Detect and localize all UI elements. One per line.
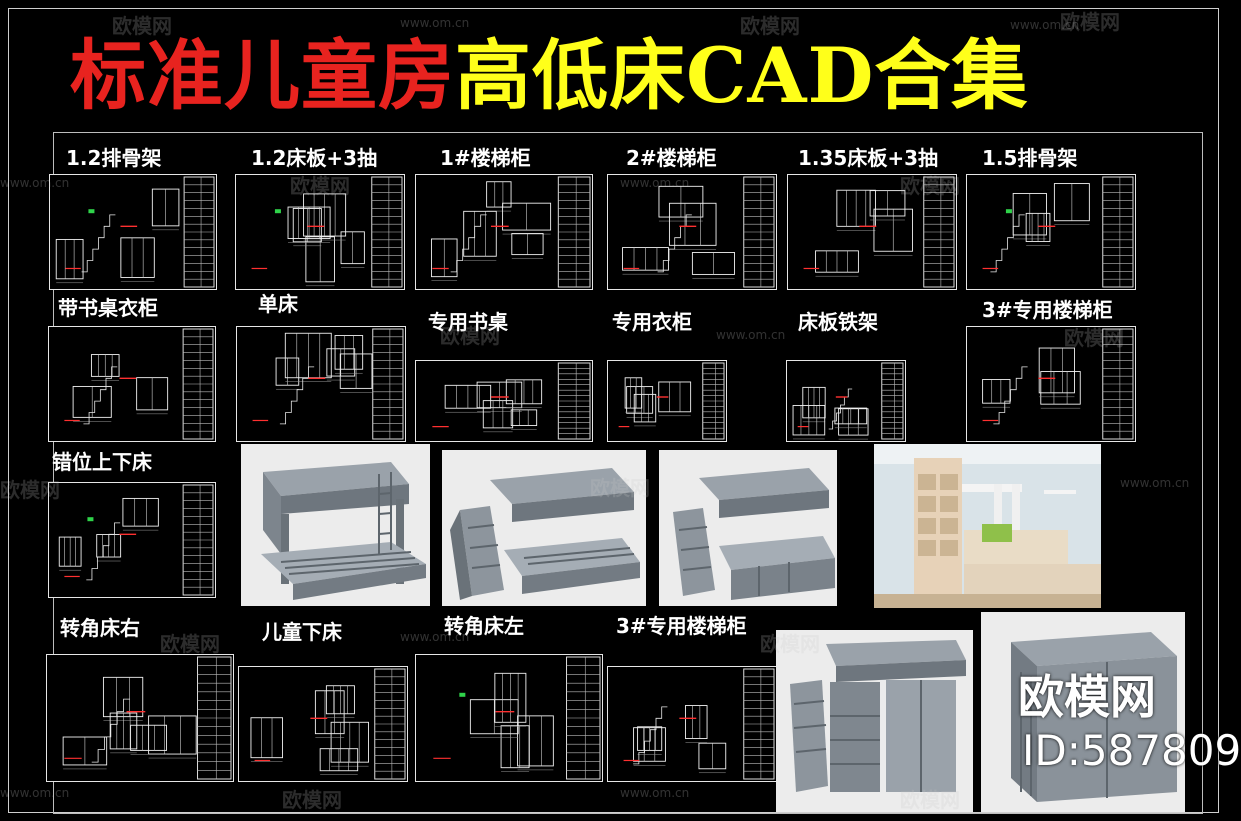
cad-sheet-1-35-board	[787, 174, 957, 290]
cad-sheet-stair-2	[607, 174, 777, 290]
cad-sheet-wardrobe-desk	[48, 326, 216, 442]
label-1-35-board-3-drawers: 1.35床板+3抽	[798, 146, 939, 170]
label-stair-cabinet-1: 1#楼梯柜	[440, 146, 531, 170]
cad-sheet-stair-3-bottom	[607, 666, 777, 782]
title-yellow-part: 高低床CAD合集	[455, 31, 1029, 120]
label-special-desk: 专用书桌	[428, 310, 508, 334]
cad-sheet-single-bed	[236, 326, 406, 442]
label-bed-iron-frame: 床板铁架	[798, 310, 878, 334]
cad-sheet-kids-lower	[238, 666, 408, 782]
cad-sheet-corner-right	[46, 654, 234, 782]
render-bunk-bed-drawers	[659, 450, 837, 606]
label-corner-bed-right: 转角床右	[60, 616, 140, 640]
label-stair-cabinet-3-top: 3#专用楼梯柜	[982, 298, 1113, 322]
label-corner-bed-left: 转角床左	[444, 614, 524, 638]
label-1-2-rib-frame: 1.2排骨架	[66, 146, 162, 170]
render-loft-bed-ladder	[981, 612, 1185, 812]
cad-sheet-1-2-rib-frame	[49, 174, 217, 290]
outer-frame	[8, 8, 1219, 813]
render-bunk-bed-stairs	[442, 450, 646, 606]
cad-sheet-stair-1	[415, 174, 593, 290]
cad-sheet-stair-3-top	[966, 326, 1136, 442]
label-stair-cabinet-3-bottom: 3#专用楼梯柜	[616, 614, 747, 638]
render-bunk-bed-ladder	[241, 444, 430, 606]
label-offset-bunk-bed: 错位上下床	[52, 450, 152, 474]
model-id: ID:587809	[1022, 726, 1241, 775]
cad-sheet-offset-bunk	[48, 482, 216, 598]
cad-sheet-corner-left	[415, 654, 603, 782]
label-kids-lower-bed: 儿童下床	[262, 620, 342, 644]
cad-sheet-1-5-rib-frame	[966, 174, 1136, 290]
label-1-5-rib-frame: 1.5排骨架	[982, 146, 1078, 170]
cad-sheet-special-desk	[415, 360, 593, 442]
brand-logo-text: 欧模网	[1018, 670, 1156, 724]
inner-frame	[53, 132, 1203, 814]
cad-sheet-iron-frame	[786, 360, 906, 442]
cad-sheet-1-2-board	[235, 174, 405, 290]
title-red-part: 标准儿童房	[70, 31, 455, 120]
render-kids-room-photo	[874, 444, 1101, 608]
label-wardrobe-with-desk: 带书桌衣柜	[58, 296, 158, 320]
cad-sheet-special-wardrobe	[607, 360, 727, 442]
page-title: 标准儿童房高低床CAD合集	[70, 20, 1028, 132]
label-stair-cabinet-2: 2#楼梯柜	[626, 146, 717, 170]
label-single-bed: 单床	[258, 292, 298, 316]
label-special-wardrobe: 专用衣柜	[612, 310, 692, 334]
render-loft-bed-wardrobe	[776, 630, 973, 812]
label-1-2-board-3-drawers: 1.2床板+3抽	[251, 146, 378, 170]
